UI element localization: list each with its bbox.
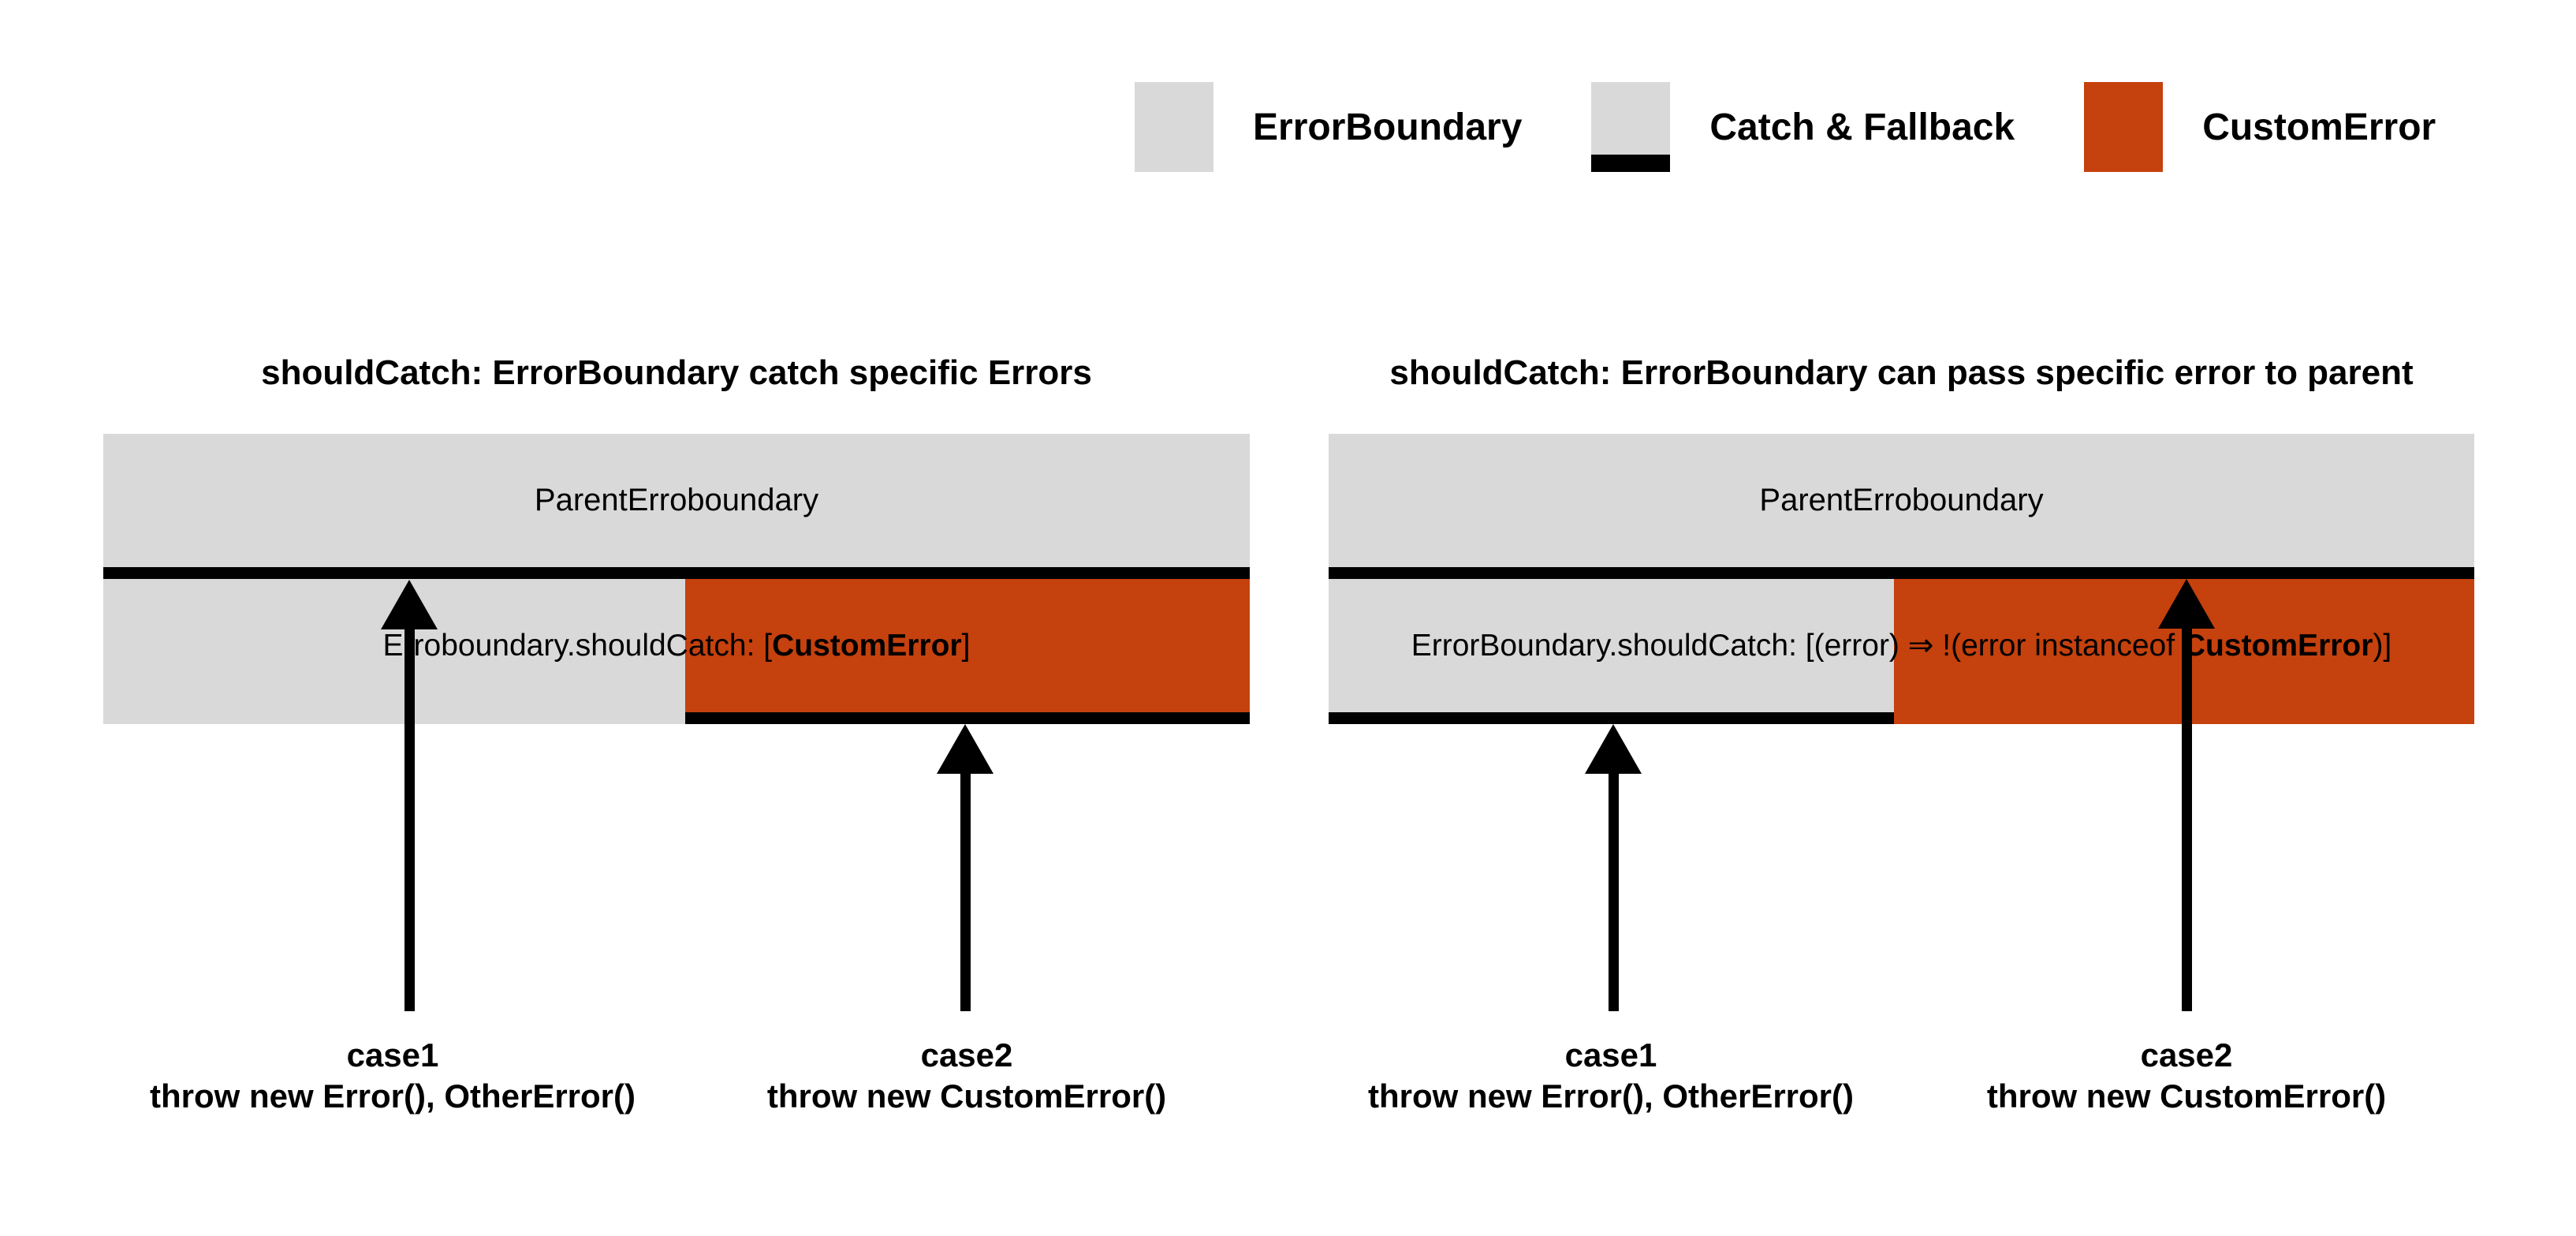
left-case2-arrow-icon <box>937 724 993 774</box>
right-case1-arrow-icon <box>1585 724 1642 774</box>
left-case2-code: throw new CustomError() <box>766 1077 1167 1115</box>
legend-item-catch-fallback: Catch & Fallback <box>1591 82 2015 172</box>
left-case2-label: case2 throw new CustomError() <box>691 1035 1243 1117</box>
right-case2-code: throw new CustomError() <box>1986 1077 2387 1115</box>
left-child-customerror-region <box>685 579 1250 724</box>
right-case2-arrow-icon <box>2158 579 2215 629</box>
left-parent-errorboundary-label: ParentErroboundary <box>534 483 819 517</box>
right-case2-arrow-shaft <box>2182 627 2192 1011</box>
left-case1-name: case1 <box>346 1036 439 1074</box>
right-case2-name: case2 <box>2140 1036 2233 1074</box>
legend-label-errorboundary: ErrorBoundary <box>1253 106 1523 148</box>
left-case2-name: case2 <box>920 1036 1013 1074</box>
legend-label-catch-fallback: Catch & Fallback <box>1709 106 2015 148</box>
legend: ErrorBoundary Catch & Fallback CustomErr… <box>1135 82 2436 172</box>
right-case1-name: case1 <box>1564 1036 1657 1074</box>
left-case1-arrow-icon <box>381 580 438 629</box>
customerror-swatch-icon <box>2084 82 2164 172</box>
right-diagram-title: shouldCatch: ErrorBoundary can pass spec… <box>1389 353 2414 392</box>
right-parent-catch-bar <box>1329 567 2474 579</box>
left-case2-arrow-shaft <box>960 772 971 1011</box>
legend-item-customerror: CustomError <box>2084 82 2436 172</box>
left-parent-errorboundary-box: ParentErroboundary <box>103 434 1250 567</box>
right-shouldcatch-expression: ErrorBoundary.shouldCatch: [(error) ⇒ !(… <box>1329 579 2474 712</box>
right-diagram-pass-error-to-parent: shouldCatch: ErrorBoundary can pass spec… <box>1329 353 2474 1150</box>
right-shouldcatch-customerror: CustomError <box>2183 628 2373 663</box>
right-shouldcatch-prefix: ErrorBoundary.shouldCatch: [(error) ⇒ !(… <box>1411 629 2183 663</box>
right-case1-label: case1 throw new Error(), OtherError() <box>1335 1035 1887 1117</box>
left-child-errorboundary-row: Erroboundary.shouldCatch: [CustomError] <box>103 579 1250 724</box>
left-case1-code: throw new Error(), OtherError() <box>149 1077 636 1115</box>
right-case2-label: case2 throw new CustomError() <box>1911 1035 2462 1117</box>
right-shouldcatch-suffix: )] <box>2373 628 2392 663</box>
errorboundary-swatch-icon <box>1135 82 1213 172</box>
catch-fallback-swatch-icon <box>1591 82 1671 172</box>
left-case1-arrow-shaft <box>404 628 415 1011</box>
left-diagram-title: shouldCatch: ErrorBoundary catch specifi… <box>261 353 1092 392</box>
legend-label-customerror: CustomError <box>2202 106 2436 148</box>
right-case1-code: throw new Error(), OtherError() <box>1367 1077 1855 1115</box>
right-child-gray-region <box>1329 579 1894 724</box>
right-case1-arrow-shaft <box>1609 772 1619 1011</box>
left-diagram-catch-specific-errors: shouldCatch: ErrorBoundary catch specifi… <box>103 353 1250 1150</box>
right-parent-errorboundary-box: ParentErroboundary <box>1329 434 2474 567</box>
left-shouldcatch-expression: Erroboundary.shouldCatch: [CustomError] <box>103 579 1250 712</box>
legend-item-errorboundary: ErrorBoundary <box>1135 82 1522 172</box>
left-shouldcatch-prefix: Erroboundary.shouldCatch: [ <box>382 628 773 663</box>
left-case1-label: case1 throw new Error(), OtherError() <box>117 1035 669 1117</box>
right-parent-errorboundary-label: ParentErroboundary <box>1759 483 2044 517</box>
left-shouldcatch-customerror: CustomError <box>772 628 962 663</box>
left-parent-catch-bar <box>103 567 1250 579</box>
left-shouldcatch-suffix: ] <box>961 628 971 663</box>
right-child-errorboundary-row: ErrorBoundary.shouldCatch: [(error) ⇒ !(… <box>1329 579 2474 724</box>
